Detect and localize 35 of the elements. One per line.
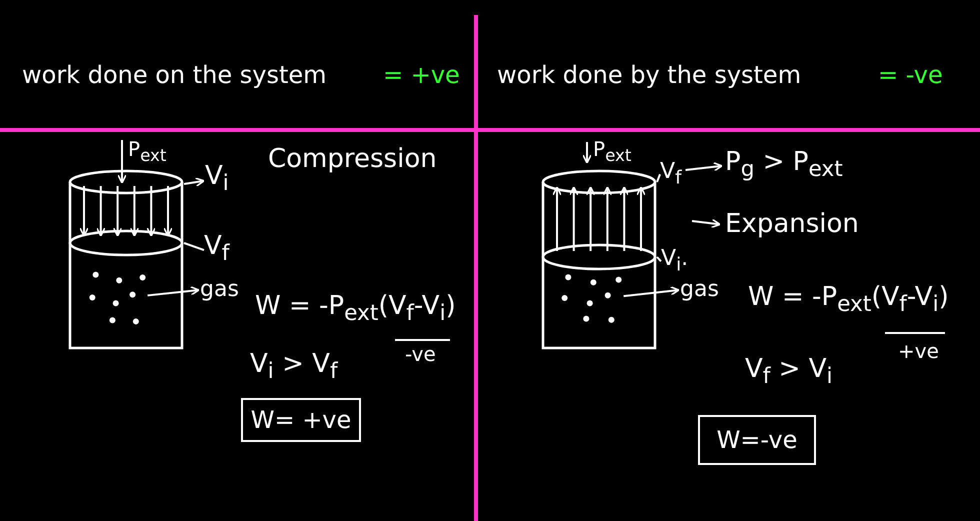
gas-particles-icon	[562, 274, 622, 323]
volume-label: V$_{i}$.	[661, 247, 688, 276]
work-equation: W = -P$_{ext}$(V$_{f}$-V$_{i}$)	[748, 283, 949, 318]
arrow	[184, 177, 205, 187]
volume-label: V$_{i}$	[205, 162, 229, 196]
gas-particles-icon	[89, 272, 146, 324]
result-box: W=-ve	[698, 415, 816, 465]
pressure-label: P$_{ext}$	[593, 138, 632, 166]
gas-label: gas	[200, 278, 239, 302]
sign-text: = -ve	[878, 62, 943, 88]
cylinder-drawing	[541, 170, 657, 350]
leader-line	[656, 256, 662, 262]
work-equation: W = -P$_{ext}$(V$_{f}$-V$_{i}$)	[255, 292, 456, 326]
leader-line	[184, 242, 204, 251]
cylinder-drawing	[68, 170, 184, 350]
arrow	[623, 286, 680, 298]
arrow	[685, 162, 723, 172]
result-box: W= +ve	[241, 398, 361, 442]
volume-label: V$_{f}$	[660, 160, 682, 189]
heading-text: work done by the system	[497, 62, 802, 88]
pressure-label: P$_{ext}$	[128, 138, 166, 166]
leader-line	[656, 174, 661, 182]
process-label: Compression	[268, 145, 437, 174]
gas-label: gas	[680, 278, 719, 302]
volume-relation: V$_{f}$ > V$_{i}$	[745, 355, 833, 390]
heading-text: work done on the system	[22, 62, 327, 88]
sign-text: = +ve	[383, 62, 460, 88]
sign-text: +ve	[898, 340, 939, 362]
arrow	[148, 286, 200, 296]
pressure-relation: P$_{g}$ > P$_{ext}$	[725, 148, 843, 182]
volume-relation: V$_{i}$ > V$_{f}$	[250, 350, 338, 384]
sign-text: -ve	[405, 343, 436, 365]
arrow	[692, 218, 721, 228]
volume-label: V$_{f}$	[204, 232, 230, 266]
process-label: Expansion	[725, 210, 859, 239]
